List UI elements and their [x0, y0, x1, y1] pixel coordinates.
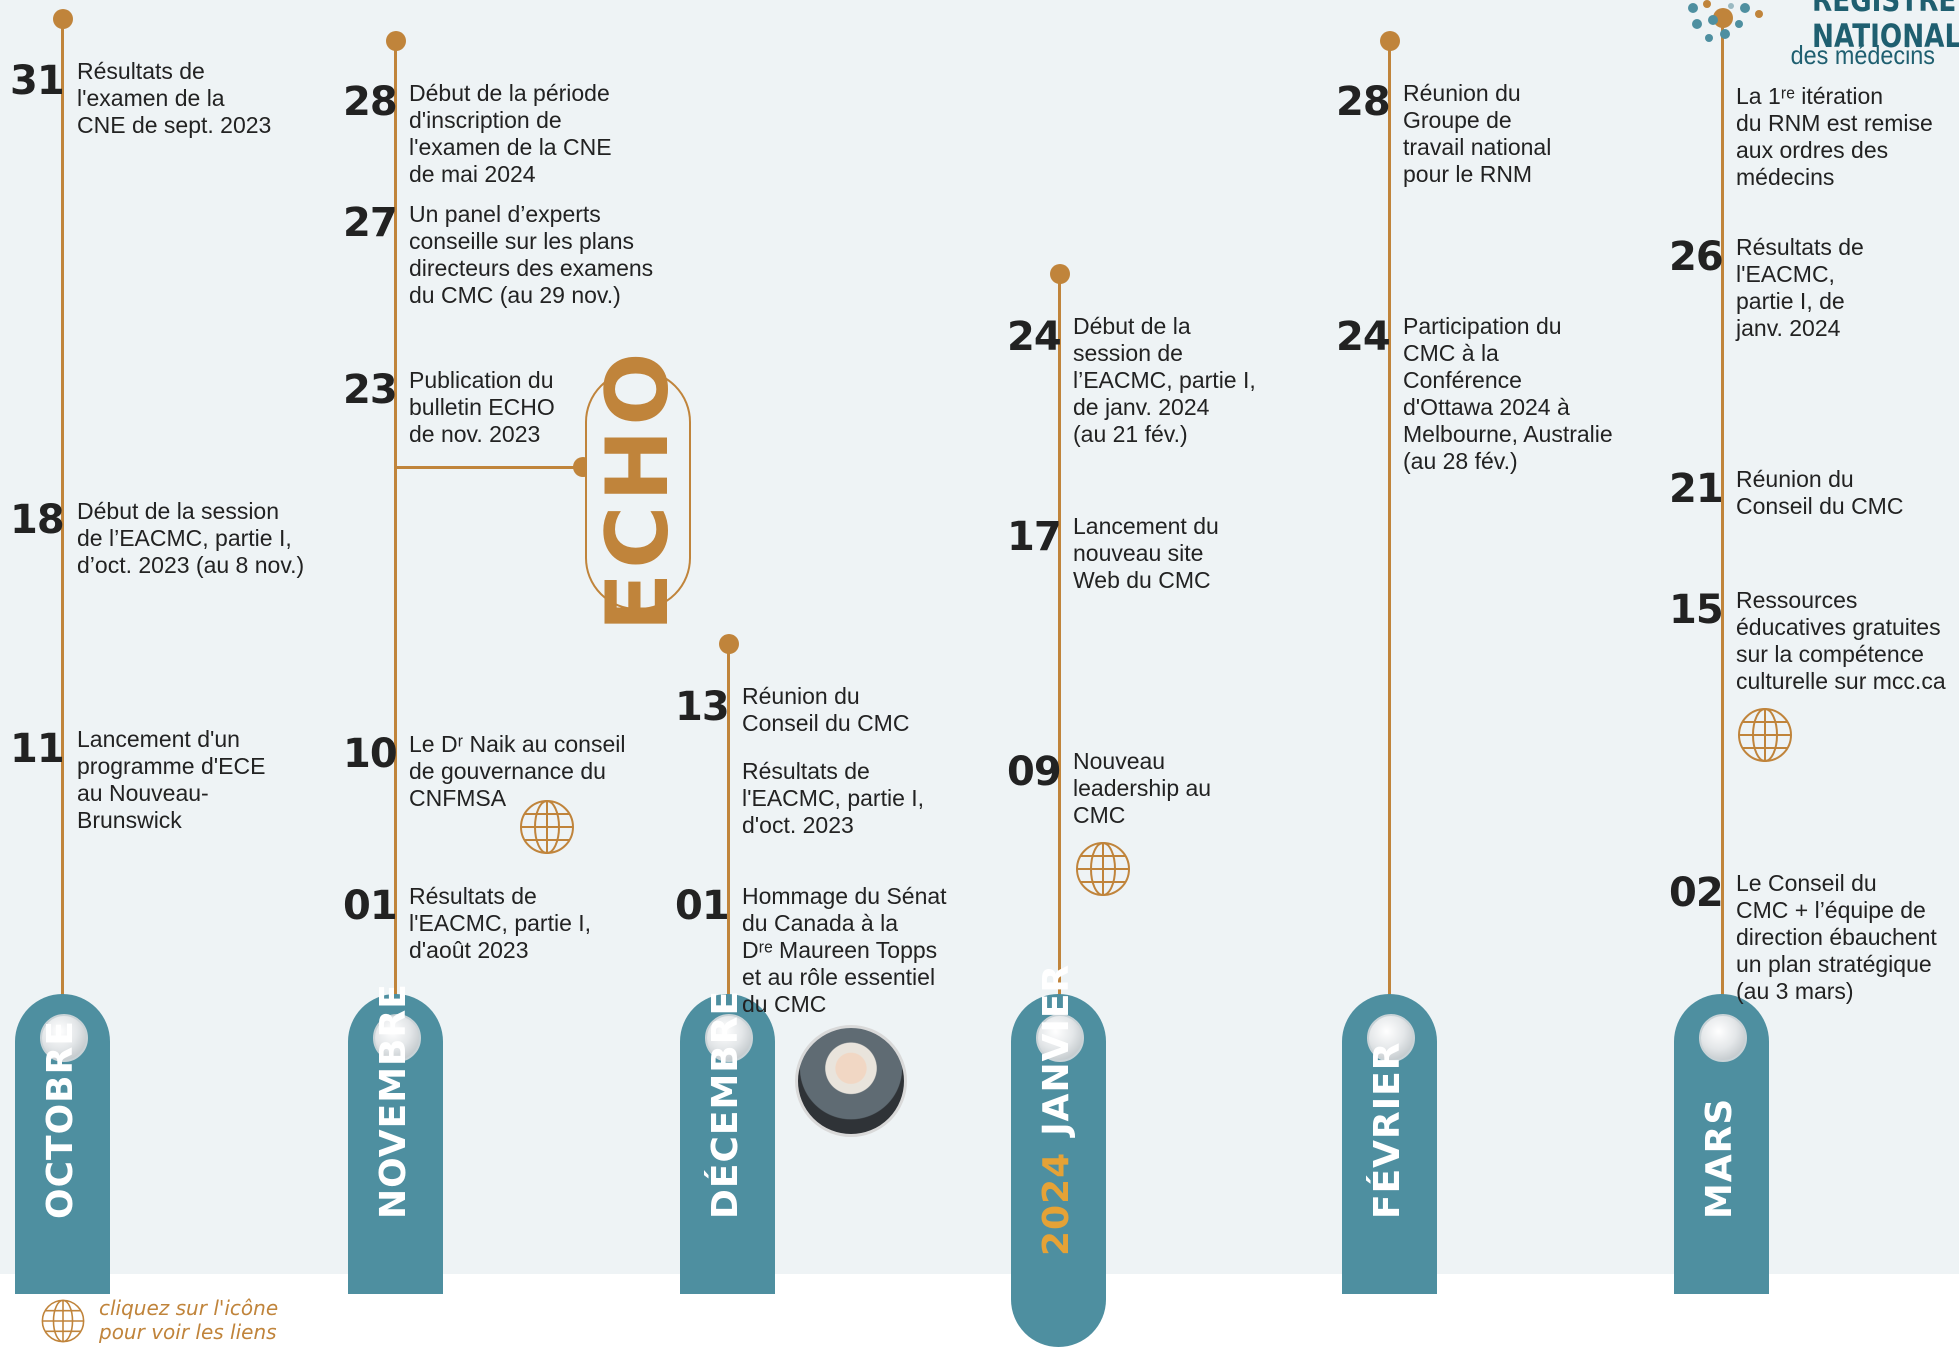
- event-day: 23: [343, 367, 398, 413]
- timeline-start-dot-dec: [719, 634, 739, 654]
- event-day: 28: [1336, 79, 1391, 125]
- event-day: 11: [10, 726, 65, 772]
- month-label: OCTOBRE: [40, 1020, 81, 1219]
- event-text: Début de la période d'inscription de l'e…: [409, 80, 612, 187]
- year-label: 2024: [1036, 1151, 1077, 1256]
- timeline-line-feb: [1388, 40, 1391, 1008]
- month-pill-feb: FÉVRIER: [1342, 994, 1437, 1294]
- event-text: Résultats de l'EACMC, partie I, de janv.…: [1736, 234, 1864, 341]
- echo-bulletin-logo[interactable]: ECHO: [585, 349, 691, 631]
- event-day: 01: [343, 883, 398, 929]
- timeline-line-jan: [1058, 274, 1061, 1008]
- event-day: 02: [1669, 870, 1724, 916]
- month-pill-jan: 2024 JANVIER: [1011, 964, 1106, 1347]
- event-text: Résultats de l'EACMC, partie I, d'oct. 2…: [742, 758, 925, 838]
- globe-link-icon[interactable]: [1736, 706, 1794, 764]
- event-text: Réunion du Groupe de travail national po…: [1403, 80, 1552, 187]
- month-pill-mar: MARS: [1674, 994, 1769, 1294]
- timeline-start-dot-mar: [1713, 8, 1733, 28]
- timeline-start-dot-feb: [1380, 31, 1400, 51]
- registry-logo-subtitle: des médecins: [1790, 40, 1935, 70]
- month-label: 2024 JANVIER: [1036, 964, 1077, 1256]
- month-pill-oct: OCTOBRE: [15, 994, 110, 1294]
- globe-link-icon[interactable]: [1074, 840, 1132, 898]
- event-day: 31: [10, 58, 65, 104]
- event-text: Hommage du Sénat du Canada à la Dʳᵉ Maur…: [742, 883, 947, 1017]
- month-pill-nov: NOVEMBRE: [348, 983, 443, 1294]
- event-text: Participation du CMC à la Conférence d'O…: [1403, 313, 1613, 474]
- event-day: 10: [343, 731, 398, 777]
- registry-logo-dots: [1688, 0, 1763, 42]
- event-text: Résultats de l'examen de la CNE de sept.…: [77, 58, 272, 138]
- registry-logo-title: REGISTRE NATIONAL: [1812, 0, 1959, 54]
- timeline-line-oct: [61, 18, 64, 1008]
- bead: [373, 1014, 421, 1062]
- event-text: La 1ʳᵉ itération du RNM est remise aux o…: [1736, 83, 1933, 190]
- event-text: Lancement du nouveau site Web du CMC: [1073, 513, 1219, 593]
- event-day: 17: [1007, 514, 1062, 560]
- event-day: 28: [343, 79, 398, 125]
- timeline-start-dot-jan: [1050, 264, 1070, 284]
- bead: [40, 1014, 88, 1062]
- timeline-line-nov: [394, 40, 397, 1008]
- month-label: NOVEMBRE: [373, 983, 414, 1219]
- event-text: Début de la session de l’EACMC, partie I…: [1073, 313, 1256, 447]
- month-pill-dec: DÉCEMBRE: [680, 990, 775, 1294]
- bead: [705, 1014, 753, 1062]
- event-text: Début de la session de l’EACMC, partie I…: [77, 498, 305, 578]
- event-text: Ressources éducatives gratuites sur la c…: [1736, 587, 1946, 694]
- bead: [1036, 1014, 1084, 1062]
- event-day: 24: [1336, 314, 1391, 360]
- bead: [1699, 1014, 1747, 1062]
- registry-logo-line2: NATIONAL: [1812, 17, 1959, 55]
- event-day: 18: [10, 497, 65, 543]
- event-day: 15: [1669, 587, 1724, 633]
- bead: [1367, 1014, 1415, 1062]
- month-label: DÉCEMBRE: [705, 989, 746, 1219]
- month-label-text: JANVIER: [1036, 963, 1077, 1136]
- event-text: Le Conseil du CMC + l’équipe de directio…: [1736, 870, 1937, 1004]
- legend-text: cliquez sur l'icône pour voir les liens: [99, 1296, 279, 1344]
- portrait-photo: [795, 1025, 907, 1137]
- globe-link-icon[interactable]: [518, 798, 576, 856]
- timeline-line-dec: [727, 644, 730, 1008]
- event-text: Lancement d'un programme d'ECE au Nouvea…: [77, 726, 266, 833]
- legend-globe-icon: [41, 1299, 85, 1343]
- event-text: Nouveau leadership au CMC: [1073, 748, 1212, 828]
- timeline-start-dot-nov: [386, 31, 406, 51]
- echo-connector: [396, 466, 582, 469]
- event-text: Publication du bulletin ECHO de nov. 202…: [409, 367, 555, 447]
- event-day: 21: [1669, 466, 1724, 512]
- event-day: 01: [675, 883, 730, 929]
- event-text: Un panel d’experts conseille sur les pla…: [409, 201, 654, 308]
- event-text: Le Dʳ Naik au conseil de gouvernance du …: [409, 731, 626, 811]
- event-text: Réunion du Conseil du CMC: [1736, 466, 1904, 519]
- registry-logo-line1: REGISTRE: [1812, 0, 1957, 19]
- event-text: Résultats de l'EACMC, partie I, d'août 2…: [409, 883, 592, 963]
- month-label: MARS: [1699, 1097, 1740, 1219]
- echo-logo-text: ECHO: [588, 348, 688, 632]
- timeline-start-dot-oct: [53, 9, 73, 29]
- event-day: 24: [1007, 314, 1062, 360]
- event-day: 27: [343, 200, 398, 246]
- event-day: 26: [1669, 234, 1724, 280]
- event-day: 13: [675, 684, 730, 730]
- timeline-line-mar: [1721, 20, 1724, 1008]
- month-label: FÉVRIER: [1367, 1041, 1408, 1219]
- event-text: Réunion du Conseil du CMC: [742, 683, 910, 736]
- bottom-band: [0, 1274, 1959, 1347]
- event-day: 09: [1007, 749, 1062, 795]
